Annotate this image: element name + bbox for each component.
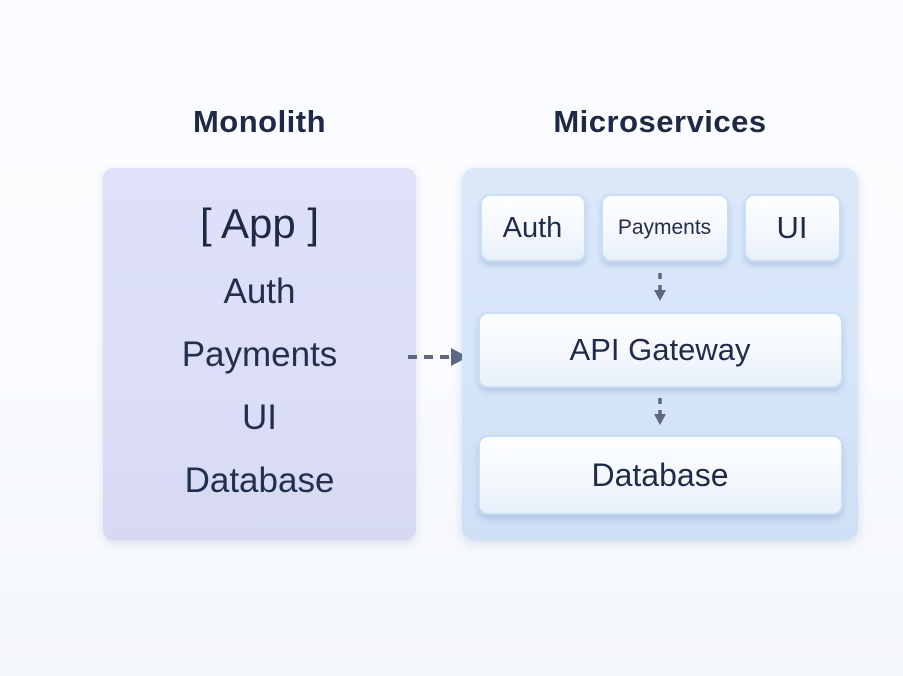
monolith-title: Monolith <box>192 104 327 139</box>
monolith-panel: [ App ] Auth Payments UI Database <box>103 168 416 540</box>
microservices-panel: Auth Payments UI API Gateway Database <box>462 168 858 540</box>
monolith-item-app: [ App ] <box>199 200 320 247</box>
database-card: Database <box>477 435 843 515</box>
monolith-to-microservices-arrow-icon <box>408 348 468 366</box>
microservices-title: Microservices <box>553 104 767 139</box>
service-card-payments: Payments <box>600 194 729 262</box>
service-card-ui: UI <box>743 194 841 262</box>
monolith-item-database: Database <box>184 461 335 500</box>
monolith-item-auth: Auth <box>223 272 296 311</box>
services-row: Auth Payments UI <box>479 194 841 262</box>
monolith-item-ui: UI <box>242 398 277 437</box>
monolith-item-payments: Payments <box>181 335 338 374</box>
services-to-gateway-arrow-icon <box>653 262 667 312</box>
service-card-auth: Auth <box>479 194 586 262</box>
gateway-to-database-arrow-icon <box>653 388 667 435</box>
api-gateway-card: API Gateway <box>477 312 843 388</box>
